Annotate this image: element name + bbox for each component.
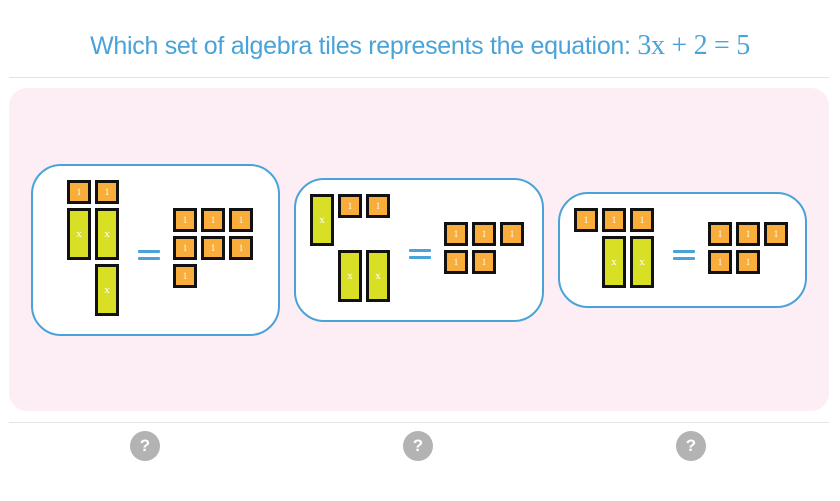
unit-tile: 1 <box>574 208 598 232</box>
unit-tile: 1 <box>736 250 760 274</box>
unit-tile: 1 <box>229 236 253 260</box>
x-tile: x <box>630 236 654 288</box>
question-mark-icon: ? <box>412 436 424 455</box>
option-card-1[interactable]: 1 1 x x x 1 1 1 1 1 1 1 <box>31 164 280 336</box>
unit-tile: 1 <box>472 222 496 246</box>
x-tile: x <box>310 194 334 246</box>
unit-tile: 1 <box>173 236 197 260</box>
option-card-2[interactable]: x 1 1 x x 1 1 1 1 1 <box>294 178 544 322</box>
question-title: Which set of algebra tiles represents th… <box>0 30 840 62</box>
x-tile: x <box>67 208 91 260</box>
unit-tile: 1 <box>602 208 626 232</box>
unit-tile: 1 <box>95 180 119 204</box>
equals-sign <box>673 250 695 260</box>
top-divider <box>9 77 829 78</box>
x-tile: x <box>366 250 390 302</box>
help-button-1[interactable]: ? <box>130 431 160 461</box>
unit-tile: 1 <box>708 250 732 274</box>
unit-tile: 1 <box>500 222 524 246</box>
option-card-3[interactable]: 1 1 1 x x 1 1 1 1 1 <box>558 192 807 308</box>
unit-tile: 1 <box>229 208 253 232</box>
help-button-3[interactable]: ? <box>676 431 706 461</box>
unit-tile: 1 <box>472 250 496 274</box>
x-tile: x <box>338 250 362 302</box>
unit-tile: 1 <box>764 222 788 246</box>
unit-tile: 1 <box>338 194 362 218</box>
help-button-2[interactable]: ? <box>403 431 433 461</box>
question-mark-icon: ? <box>139 436 151 455</box>
unit-tile: 1 <box>630 208 654 232</box>
unit-tile: 1 <box>366 194 390 218</box>
x-tile: x <box>95 264 119 316</box>
unit-tile: 1 <box>736 222 760 246</box>
unit-tile: 1 <box>708 222 732 246</box>
unit-tile: 1 <box>173 264 197 288</box>
equals-sign <box>409 249 431 259</box>
unit-tile: 1 <box>444 222 468 246</box>
unit-tile: 1 <box>444 250 468 274</box>
unit-tile: 1 <box>201 208 225 232</box>
unit-tile: 1 <box>67 180 91 204</box>
equals-sign <box>138 250 160 260</box>
unit-tile: 1 <box>173 208 197 232</box>
bottom-divider <box>9 422 829 423</box>
x-tile: x <box>602 236 626 288</box>
question-equation: 3x + 2 = 5 <box>637 30 750 61</box>
question-text: Which set of algebra tiles represents th… <box>90 32 638 60</box>
unit-tile: 1 <box>201 236 225 260</box>
x-tile: x <box>95 208 119 260</box>
question-mark-icon: ? <box>685 436 697 455</box>
